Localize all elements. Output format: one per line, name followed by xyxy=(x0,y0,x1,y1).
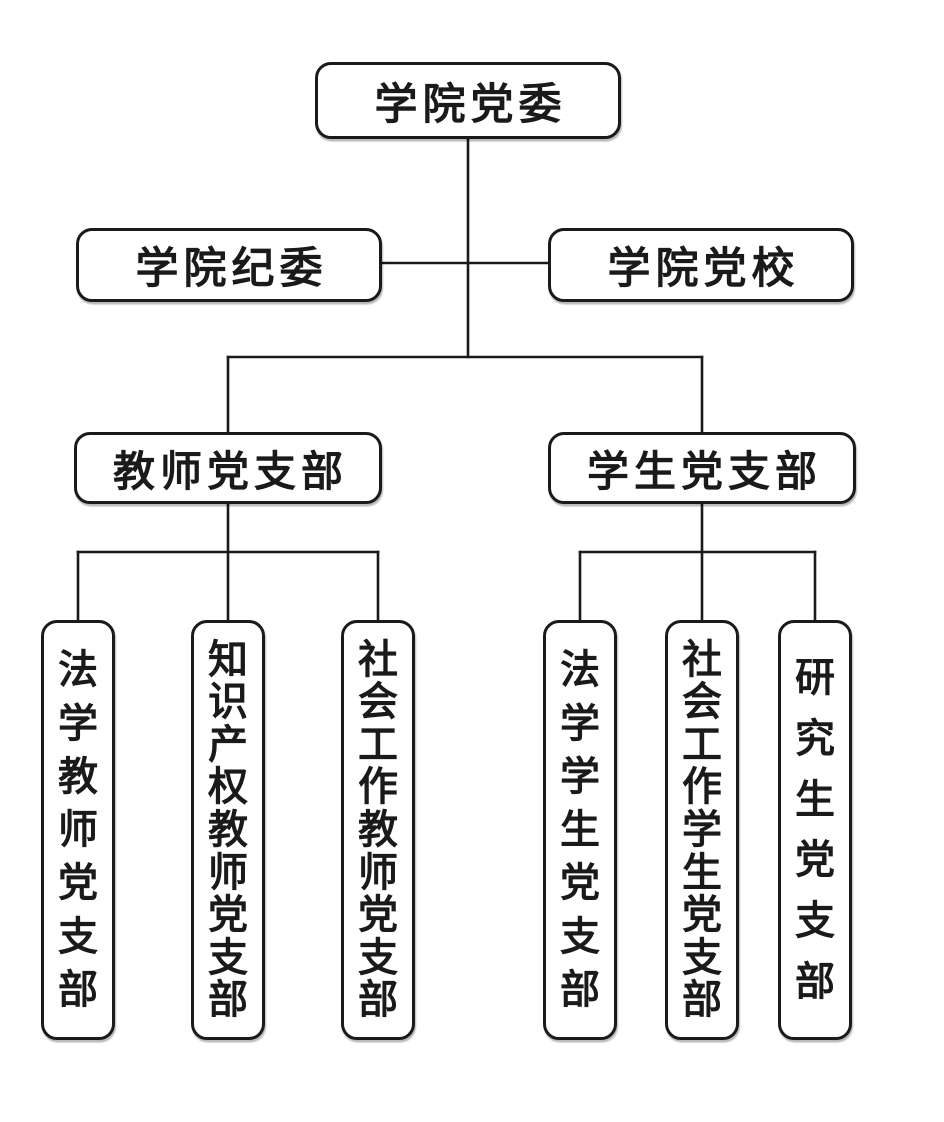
node-social-work-teacher-party-branch: 社会工作教师党支部 xyxy=(341,620,415,1040)
node-law-teacher-party-branch: 法学教师党支部 xyxy=(41,620,115,1040)
node-teacher-party-branch: 教师党支部 xyxy=(74,432,382,504)
node-college-party-committee: 学院党委 xyxy=(315,62,621,139)
node-student-party-branch: 学生党支部 xyxy=(548,432,856,504)
node-social-work-student-party-branch: 社会工作学生党支部 xyxy=(665,620,739,1040)
node-college-discipline-committee: 学院纪委 xyxy=(76,228,382,302)
node-ip-teacher-party-branch: 知识产权教师党支部 xyxy=(191,620,265,1040)
node-graduate-student-party-branch: 研究生党支部 xyxy=(778,620,852,1040)
node-college-party-school: 学院党校 xyxy=(548,228,854,302)
node-law-student-party-branch: 法学学生党支部 xyxy=(543,620,617,1040)
